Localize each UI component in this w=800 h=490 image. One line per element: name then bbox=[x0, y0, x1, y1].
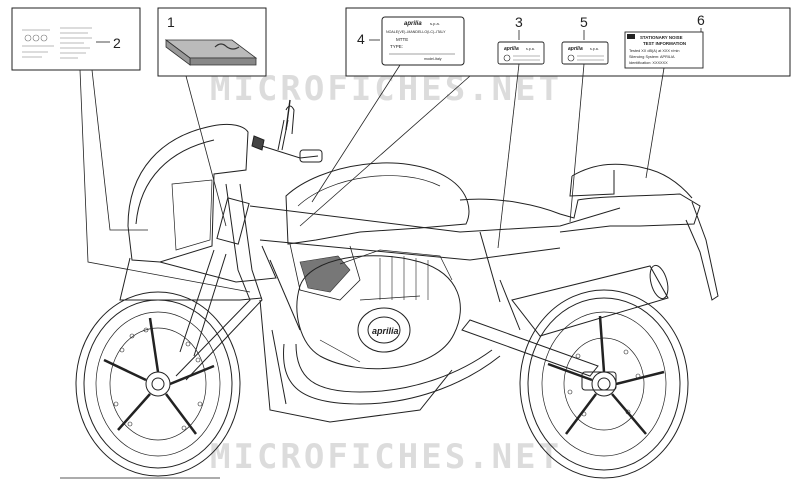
belly-pan bbox=[259, 299, 453, 423]
part-3-decal[interactable]: 3 aprilia s.p.a. bbox=[497, 14, 545, 65]
decal6-line2: Silencing System: APRILIA bbox=[629, 55, 675, 59]
callout-2: 2 bbox=[113, 35, 121, 51]
part-1-box[interactable]: 1 bbox=[157, 7, 267, 77]
part-4-decal[interactable]: 4 aprilia s.p.a. NOALE(VE)–MANDELLO(LC)–… bbox=[357, 16, 465, 66]
decal6-title1: STATIONARY NOISE bbox=[640, 35, 683, 40]
decal4-address: NOALE(VE)–MANDELLO(LC)–ITALY bbox=[386, 30, 446, 34]
frame bbox=[249, 205, 621, 331]
decal5-brand: aprilia bbox=[568, 46, 583, 52]
decal3-suffix: s.p.a. bbox=[526, 47, 535, 51]
decals-box: 4 aprilia s.p.a. NOALE(VE)–MANDELLO(LC)–… bbox=[345, 7, 791, 77]
motorcycle-drawing: aprilia bbox=[60, 99, 719, 479]
rear-wheel bbox=[519, 289, 689, 479]
engine-logo: aprilia bbox=[372, 326, 399, 336]
decal4-suffix: s.p.a. bbox=[430, 21, 440, 26]
callout-5: 5 bbox=[580, 14, 588, 30]
decal4-line3: model-Italy bbox=[424, 57, 442, 61]
front-fork bbox=[175, 183, 263, 381]
part-2-box[interactable]: 2 bbox=[11, 7, 141, 71]
decal6-title2: TEST INFORMATION bbox=[643, 41, 686, 46]
manual-book-icon bbox=[164, 39, 258, 66]
decal4-line1: MTTE bbox=[396, 37, 408, 42]
exhaust bbox=[283, 264, 669, 405]
callout-4: 4 bbox=[357, 31, 365, 47]
callout-3: 3 bbox=[515, 14, 523, 30]
decal5-suffix: s.p.a. bbox=[590, 47, 599, 51]
decal4-brand: aprilia bbox=[404, 21, 422, 27]
callout-6: 6 bbox=[697, 12, 705, 28]
swingarm bbox=[461, 279, 599, 377]
callout-1: 1 bbox=[167, 14, 175, 30]
watermark-bottom: MICROFICHES.NET bbox=[210, 437, 562, 477]
decal6-line3: Identification: XXXXXX bbox=[629, 61, 668, 65]
decal6-line1: Tested XX dB(A) at XXX r/min bbox=[629, 49, 679, 53]
part-5-decal[interactable]: 5 aprilia s.p.a. bbox=[561, 14, 609, 65]
front-fairing bbox=[119, 123, 277, 301]
handlebar bbox=[251, 99, 323, 163]
decal3-brand: aprilia bbox=[504, 46, 519, 52]
decal4-line2: TYPE: bbox=[390, 44, 403, 49]
fuel-tank bbox=[285, 162, 470, 301]
part-6-decal[interactable]: 6 STATIONARY NOISE TEST INFORMATION Test… bbox=[624, 12, 705, 69]
seat-tail bbox=[459, 163, 719, 301]
engine: aprilia bbox=[296, 249, 461, 370]
